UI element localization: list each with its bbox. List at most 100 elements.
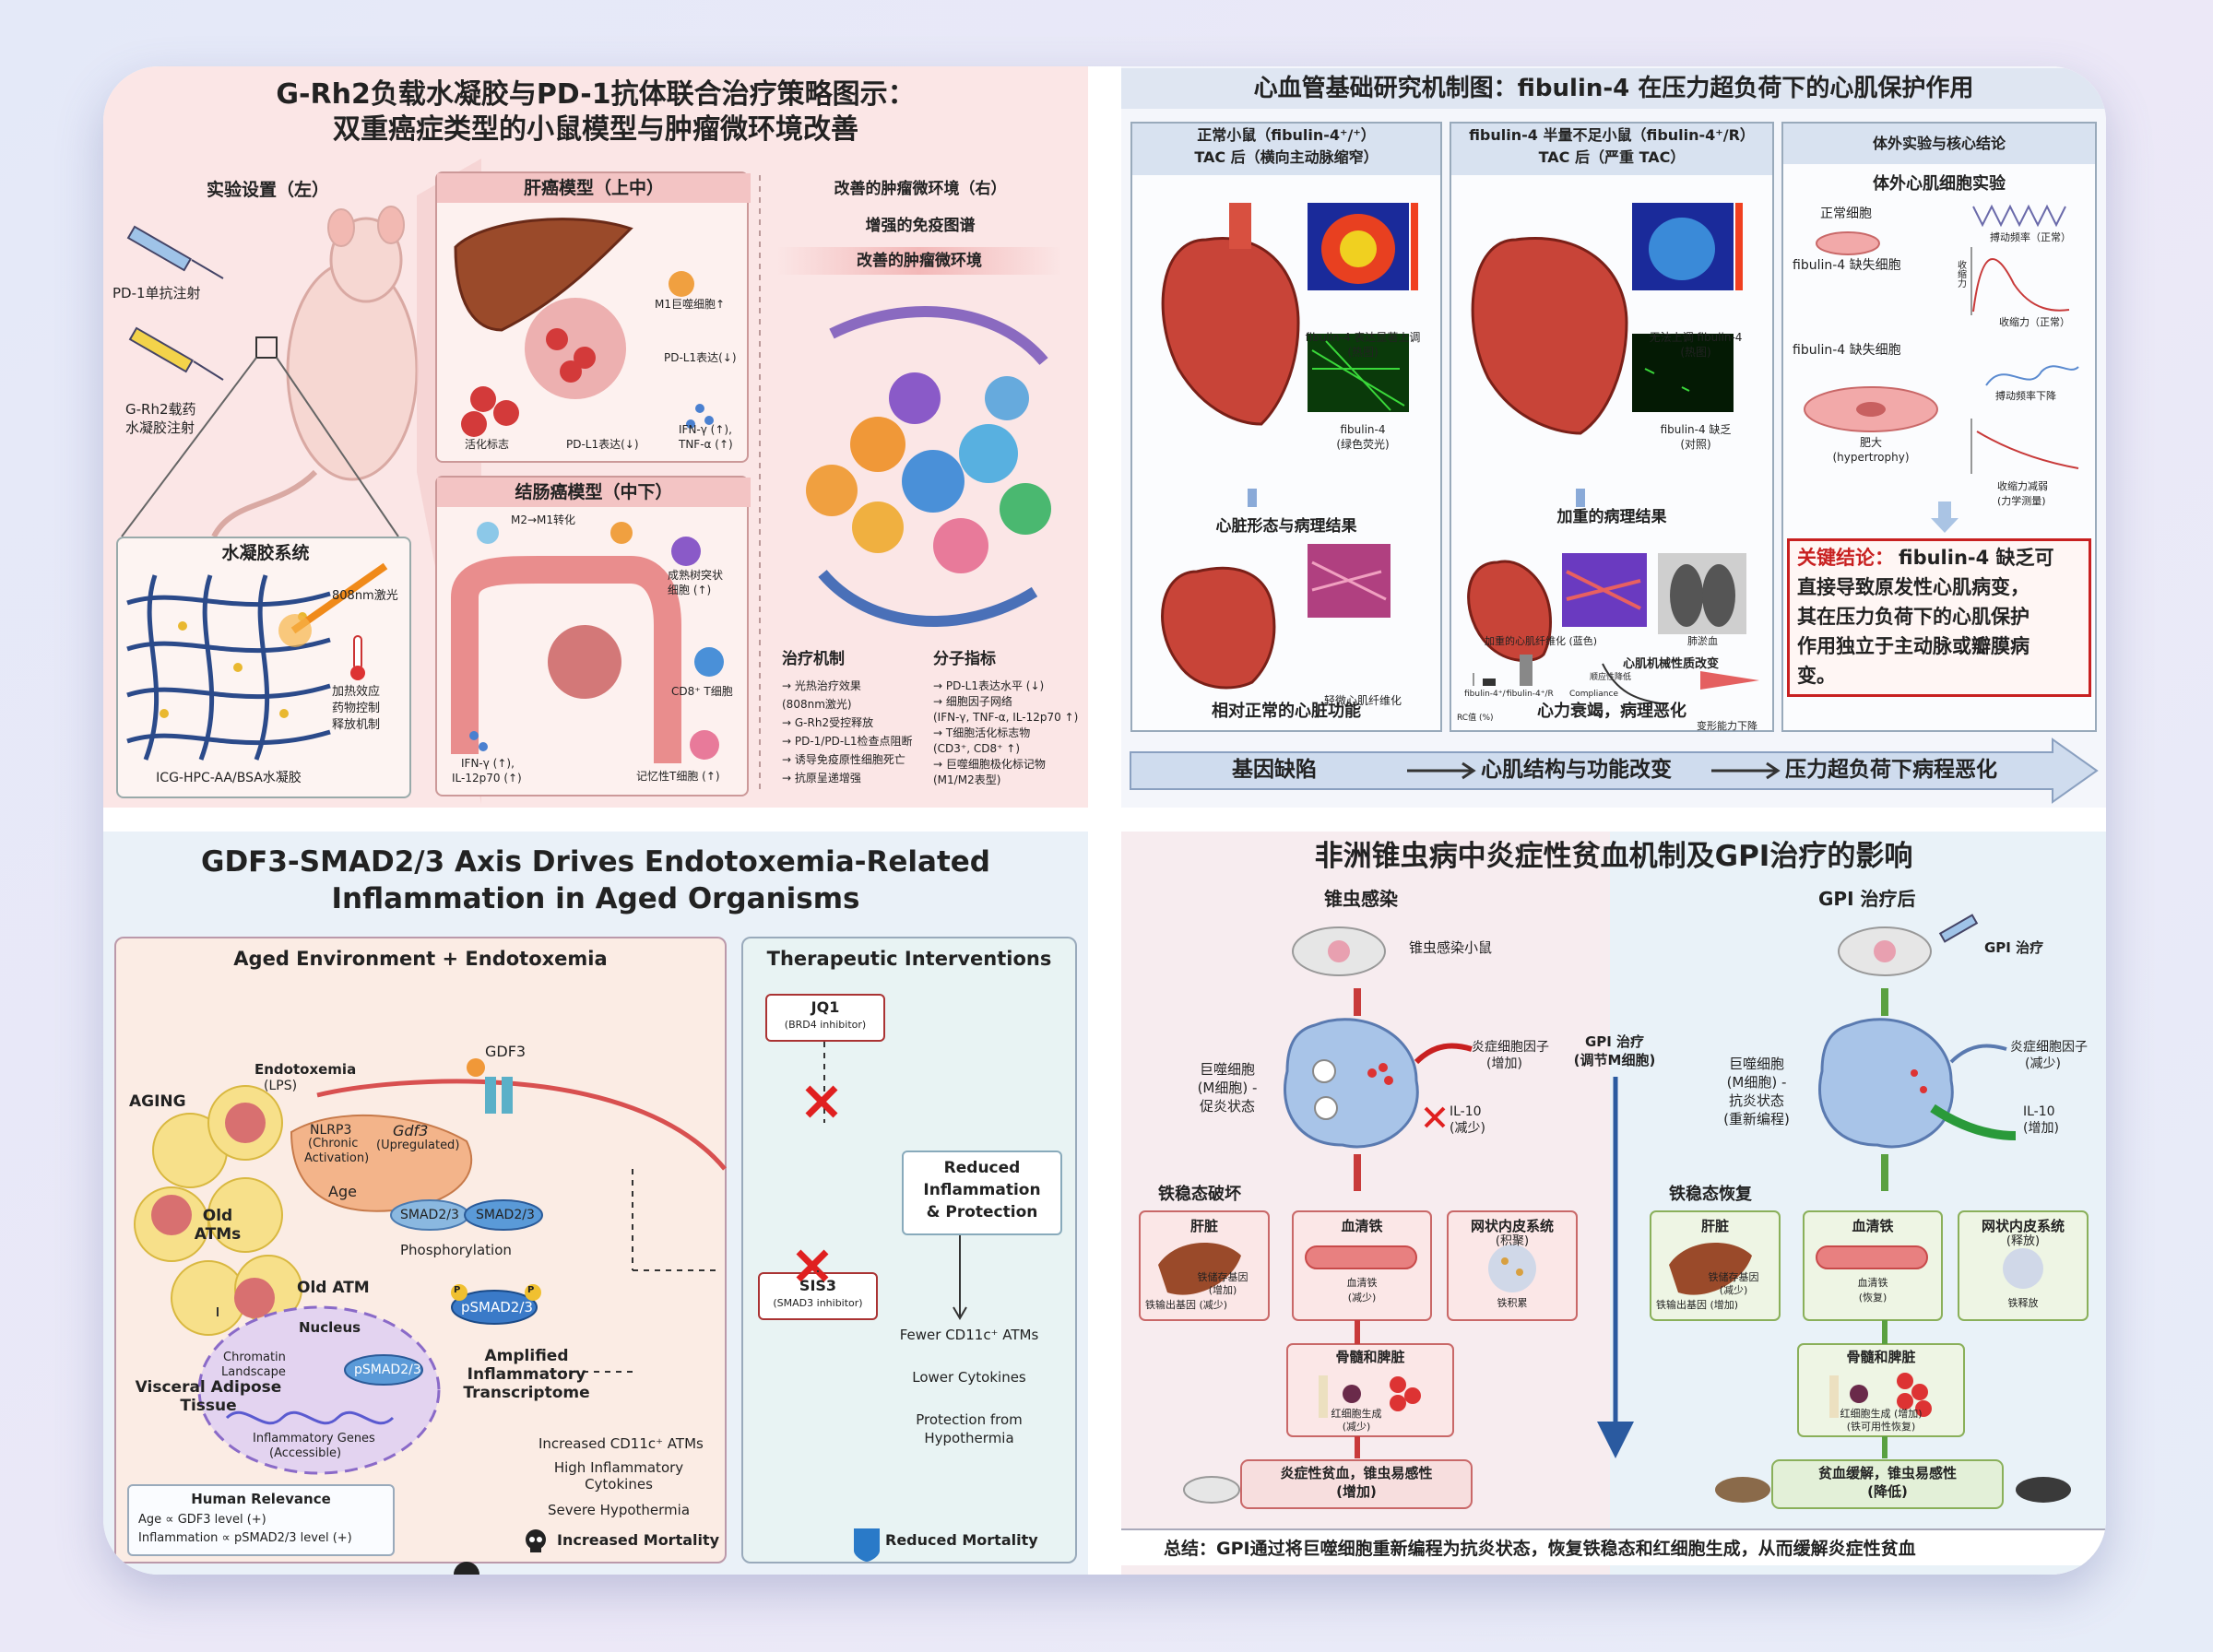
flow-step-2: 心肌结构与功能改变 [1481, 758, 1672, 782]
conclusion-line1: fibulin-4 缺乏可 [1899, 547, 2054, 569]
panel3-title-line1: GDF3-SMAD2/3 Axis Drives Endotoxemia-Rel… [201, 845, 990, 879]
col1-fibrosis-label: 轻微心肌纤维化 [1323, 694, 1402, 707]
col2-compliance: Compliance [1569, 690, 1618, 699]
colon-model-title: 结肠癌模型（中下） [437, 478, 751, 507]
heat-effect-3: 释放机制 [332, 718, 381, 732]
invitro-column: 体外实验与核心结论 体外心肌细胞实验 正常细胞 搏动频率（正常） fibulin… [1781, 122, 2097, 732]
gdf3-ligand-label: GDF3 [485, 1043, 527, 1060]
panel-hydrogel-pd1: G-Rh2负载水凝胶与PD-1抗体联合治疗策略图示： 双重癌症类型的小鼠模型与肿… [103, 66, 1088, 808]
tme-immune: 增强的免疫图谱 [865, 217, 976, 235]
serum-left-sub-2: (减少) [1347, 1292, 1377, 1304]
vat-label-1: Visceral Adipose [135, 1378, 282, 1397]
cytokine-left-1: 炎症细胞因子 [1472, 1040, 1549, 1055]
marker-item: (IFN-γ, TNF-α, IL-12p70 ↑) [933, 711, 1079, 724]
col2-fluor-label-1: fibulin-4 缺乏 [1660, 423, 1732, 436]
col2-lung-label: 肺淤血 [1687, 635, 1718, 647]
aged-pathway-illustration [134, 1058, 727, 1575]
marker-title: 分子指标 [933, 650, 996, 668]
reduced-label-1: Reduced [943, 1159, 1021, 1177]
lower-cytokines: Lower Cytokines [912, 1369, 1026, 1386]
col3-normal-label: 正常细胞 [1820, 206, 1872, 221]
mechanism-item: → 光热治疗效果 [782, 679, 861, 692]
amplified-label-2: Inflammatory [467, 1365, 586, 1384]
reduced-label-3: & Protection [926, 1203, 1038, 1221]
serum-right-label: 血清铁 [1852, 1218, 1894, 1234]
lps-label: (LPS) [264, 1079, 298, 1093]
flow-step-1: 基因缺陷 [1232, 758, 1317, 782]
marker-item: → PD-L1表达水平 (↓) [933, 679, 1045, 692]
liver-store-left-2: (增加) [1208, 1284, 1237, 1296]
laser-label: 808nm激光 [332, 589, 398, 603]
down-arrow-icon [1931, 502, 1959, 533]
col3-force-low-1: 收缩力减弱 [1997, 480, 2048, 492]
col3-deficient2-label: fibulin-4 缺失细胞 [1793, 343, 1901, 358]
marker-item: → 巨噬细胞极化标记物 [933, 758, 1046, 771]
gpi-mid-2: (调节M细胞) [1573, 1052, 1656, 1068]
collage-card: G-Rh2负载水凝胶与PD-1抗体联合治疗策略图示： 双重癌症类型的小鼠模型与肿… [103, 66, 2106, 1575]
col2-axis-y: RC值 (%) [1457, 714, 1494, 723]
conclusion-key: 关键结论： [1797, 547, 1894, 569]
psmad-cytosol-label: pSMAD2/3 [461, 1299, 533, 1316]
panel1-title-line1: G-Rh2负载水凝胶与PD-1抗体联合治疗策略图示： [276, 78, 916, 111]
macro-right-2: (M细胞) - [1726, 1074, 1787, 1091]
increased-cd11c: Increased CD11c⁺ ATMs [538, 1435, 704, 1452]
col2-header-2: TAC 后（严重 TAC） [1538, 148, 1686, 166]
hydrogel-system-box: 水凝胶系统 808nm激光 加热效应 药物控制 释放机制 ICG-HPC-AA/… [116, 537, 411, 798]
serum-left-label: 血清铁 [1341, 1218, 1383, 1234]
activation-label: Activation) [304, 1151, 370, 1165]
macro-left-3: 促炎状态 [1199, 1098, 1255, 1115]
marker-item: (CD3⁺, CD8⁺ ↑) [933, 742, 1021, 755]
conclusion-line4: 作用独立于主动脉或瓣膜病 [1797, 635, 2030, 657]
il10-right-2: (增加) [2023, 1121, 2059, 1136]
liver-store-left-1: 铁储存基因 [1197, 1271, 1249, 1283]
hydrogel-mesh-icon [126, 574, 331, 761]
jq1-label: JQ1 [811, 998, 840, 1016]
sis3-box: SIS3 (SMAD3 inhibitor) [758, 1272, 878, 1320]
ery-right-1: 红细胞生成 (增加) [1840, 1408, 1923, 1420]
cardiomyocyte-illustrations [1804, 204, 2079, 474]
liver-left-label: 肝脏 [1189, 1218, 1218, 1234]
mechanism-item: → 诱导免疫原性细胞死亡 [782, 753, 905, 766]
therapeutic-box: Therapeutic Interventions JQ1 (BRD4 inhi… [741, 937, 1077, 1564]
col3-force-normal: 收缩力（正常） [1999, 316, 2070, 328]
liver-model-title: 肝癌模型（上中） [437, 173, 751, 203]
il10-left-2: (减少) [1450, 1121, 1485, 1136]
col3-deficient-label: fibulin-4 缺失细胞 [1793, 258, 1901, 273]
liver-ifn-label-1: IFN-γ (↑), [679, 423, 732, 436]
col1-heat-label-2: (热图) [1347, 346, 1379, 359]
res-left-label: 网状内皮系统 [1470, 1218, 1554, 1234]
p-badge-left: P [454, 1285, 461, 1295]
high-infl-1: High Inflammatory [553, 1459, 684, 1476]
col2-header-1: fibulin-4 半量不足小鼠（fibulin-4⁺/R） [1469, 126, 1755, 144]
col2-header [1451, 124, 1772, 175]
col1-heat-label-1: fibulin-4 表达显著上调 [1305, 331, 1421, 344]
serum-right-sub-1: 血清铁 [1857, 1277, 1888, 1289]
liver-pdl1-label: PD-L1表达(↓) [664, 351, 737, 364]
col2-path-label: 加重的病理结果 [1556, 508, 1667, 526]
serum-right-sub-2: (恢复) [1858, 1292, 1888, 1304]
sis3-sub-label: (SMAD3 inhibitor) [773, 1297, 863, 1309]
grh2-injection-label-2: 水凝胶注射 [125, 419, 195, 436]
vat-label-2: Tissue [180, 1397, 237, 1415]
col1-fluor-label-2: (绿色荧光) [1336, 438, 1390, 451]
landscape-label: Landscape [221, 1365, 286, 1379]
liver-model-box: 肝癌模型（上中） M1巨噬细胞↑ PD-L1表达(↓) 活化标志 PD-L1表达… [435, 171, 751, 463]
fewer-atms: Fewer CD11c⁺ ATMs [899, 1327, 1039, 1343]
marrow-right-label: 骨髓和脾脏 [1846, 1349, 1916, 1365]
ery-left-2: (减少) [1342, 1421, 1371, 1433]
gpi-treat-label: GPI 治疗 [1984, 939, 2044, 956]
mechanics-mini-plots [1473, 655, 1759, 705]
normal-heart-illustration [1161, 203, 1418, 690]
panel4-title: 非洲锥虫病中炎症性贫血机制及GPI治疗的影响 [1314, 840, 1913, 873]
col2-footer: 心力衰竭，病理恶化 [1537, 702, 1686, 721]
liver-export-right: 铁输出基因 (增加) [1656, 1299, 1739, 1311]
hydrogel-title: 水凝胶系统 [221, 543, 310, 563]
old-atms-label-1: Old [202, 1207, 233, 1225]
colon-m2m1-label: M2→M1转化 [511, 513, 576, 526]
liver-tumor-illustration [454, 218, 714, 437]
marrow-left-label: 骨髓和脾脏 [1335, 1349, 1405, 1365]
col2-heat-label-2: (热图) [1680, 346, 1711, 359]
res-right-dots: 铁释放 [2007, 1297, 2039, 1309]
serum-left-sub-1: 血清铁 [1346, 1277, 1378, 1289]
tme-cell-cluster [806, 306, 1051, 627]
